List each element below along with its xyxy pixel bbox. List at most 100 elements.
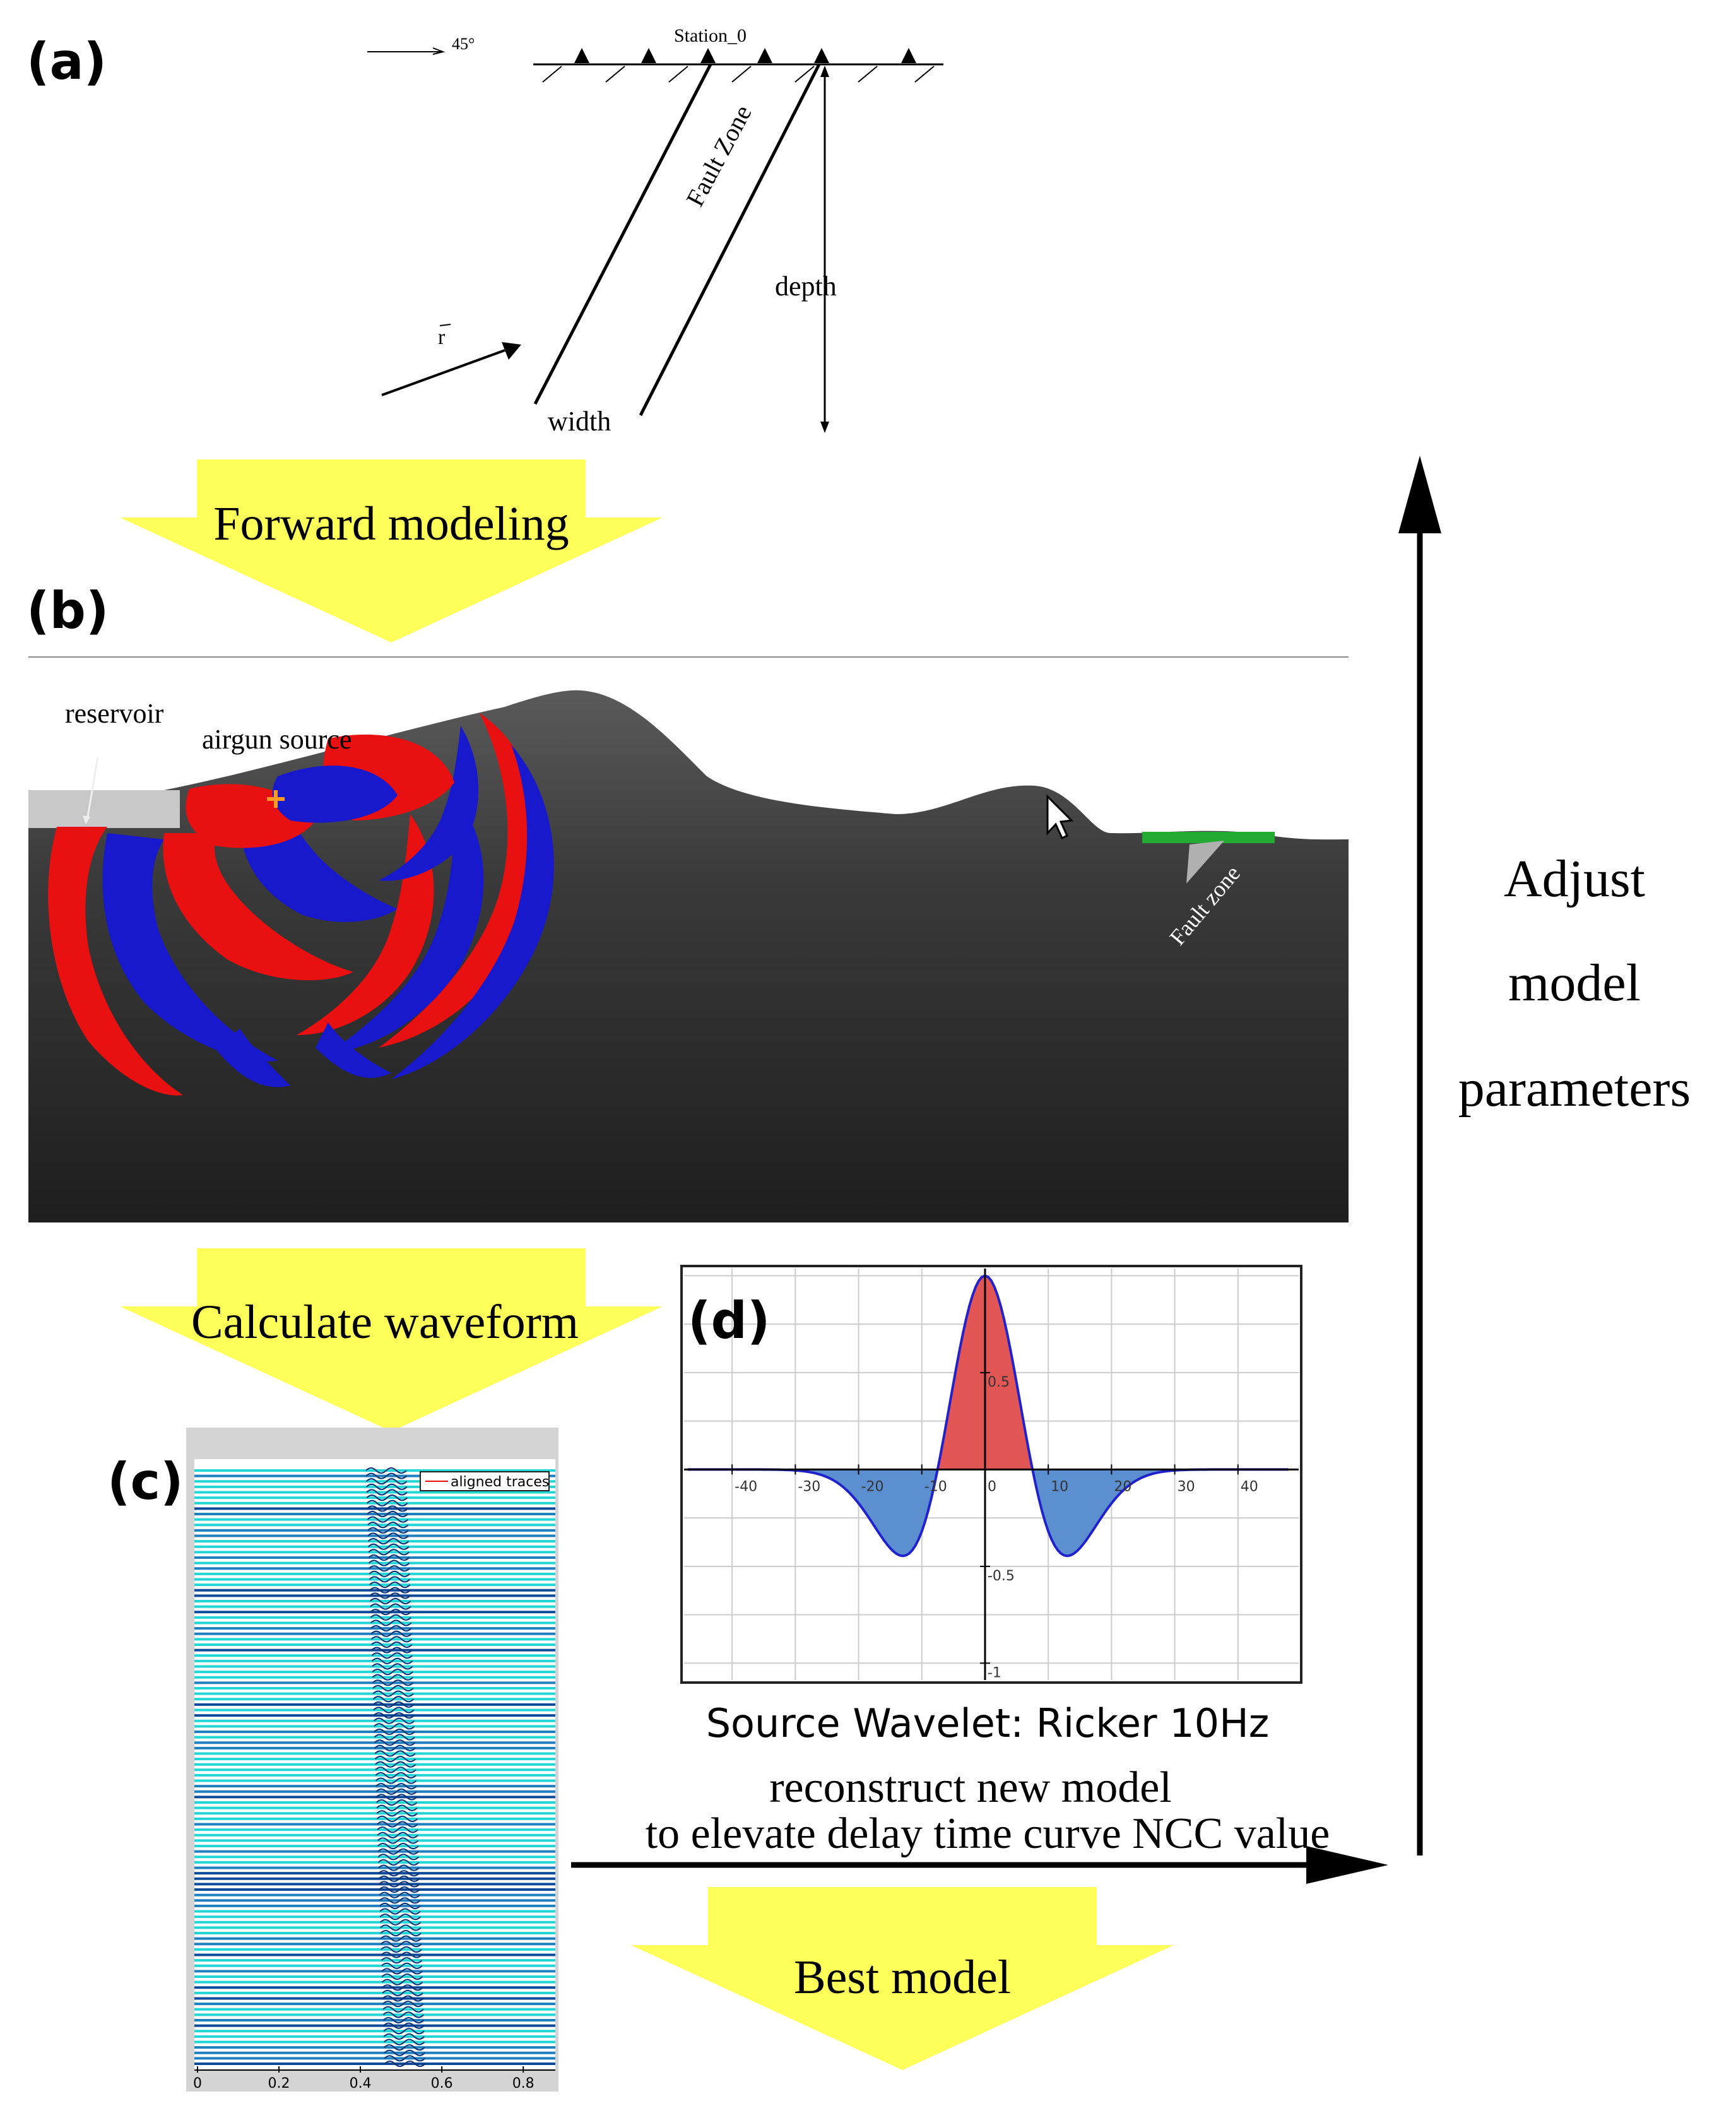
trace-x-tick-label: 0 xyxy=(193,2076,202,2092)
trace-wiggle xyxy=(377,1854,420,1861)
trace-wiggle xyxy=(366,1489,408,1496)
trace-wiggle xyxy=(375,1761,416,1768)
cursor-icon xyxy=(1046,794,1074,840)
trace-wiggle xyxy=(375,1783,417,1790)
trace-wiggle xyxy=(365,1478,408,1485)
trace-wiggle xyxy=(383,2033,425,2040)
trace-wiggle xyxy=(369,1582,411,1589)
trace-wiggle xyxy=(382,1995,424,2002)
trace-wiggle xyxy=(369,1587,411,1594)
ray-label: r xyxy=(438,326,446,349)
trace-wiggle xyxy=(384,2049,425,2056)
trace-wiggle xyxy=(373,1707,415,1713)
trace-wiggle xyxy=(375,1794,418,1801)
trace-wiggle xyxy=(376,1815,418,1822)
fault-boundary-right xyxy=(639,63,821,417)
trace-wiggle xyxy=(369,1576,411,1583)
fault-boundary-left xyxy=(533,63,712,405)
trace-wiggle xyxy=(382,1989,423,1996)
trace-wiggle xyxy=(381,1968,423,1975)
trace-wiggle xyxy=(372,1674,414,1681)
trace-wiggle xyxy=(366,1494,408,1501)
depth-label: depth xyxy=(775,271,837,302)
trace-wiggle xyxy=(365,1472,407,1479)
trace-wiggle xyxy=(384,2061,426,2067)
trace-wiggle xyxy=(377,1848,419,1855)
trace-wiggle xyxy=(370,1619,412,1626)
trace-wiggle xyxy=(369,1565,410,1572)
ricker-y-tick-label: -1 xyxy=(988,1665,1001,1681)
trace-wiggle xyxy=(375,1799,418,1806)
wavefront-lobes xyxy=(48,713,554,1096)
ricker-x-tick-label: -30 xyxy=(798,1479,820,1494)
trace-wiggle xyxy=(379,1914,422,1920)
trace-wiggle xyxy=(381,1974,423,1980)
forward-modeling-arrow xyxy=(120,459,663,642)
trace-wiggle xyxy=(383,2039,425,2045)
trace-x-tick-label: 0.2 xyxy=(268,2076,290,2092)
reconstruct-arrow-head xyxy=(1306,1846,1388,1884)
trace-wiggle xyxy=(371,1657,413,1664)
trace-wiggle xyxy=(367,1505,408,1512)
trace-wiggle xyxy=(381,1946,422,1953)
panel-b-wavefield: reservoir airgun source Fault zone xyxy=(28,656,1349,1222)
trace-wiggle xyxy=(370,1609,411,1616)
trace-wiggle xyxy=(381,1979,423,1986)
fault-zone-label: Fault Zone xyxy=(680,100,757,211)
ricker-caption: Source Wavelet: Ricker 10Hz xyxy=(706,1700,1270,1746)
trace-wiggle xyxy=(373,1717,415,1724)
trace-wiggle xyxy=(381,1962,423,1969)
ricker-x-tick-label: -10 xyxy=(924,1479,947,1494)
angle-label: 45° xyxy=(452,35,475,53)
trace-wiggle xyxy=(379,1886,420,1893)
trace-wiggle xyxy=(384,2055,426,2062)
trace-wiggle xyxy=(372,1679,414,1686)
trace-wiggle xyxy=(374,1756,416,1763)
panel-label-a: (a) xyxy=(27,32,107,91)
trace-wiggle xyxy=(382,2017,425,2024)
adjust-label-line2: model xyxy=(1508,954,1641,1012)
panel-a-schematic: Station_0 45° Fault Zone depth r width xyxy=(367,25,943,437)
trace-wiggle xyxy=(382,2001,424,2008)
trace-wiggle xyxy=(383,2028,425,2035)
trace-wiggle xyxy=(380,1924,422,1931)
trace-wiggle xyxy=(370,1614,412,1621)
trace-wiggle xyxy=(378,1870,420,1877)
trace-wiggle xyxy=(377,1826,418,1833)
fault-green-bar xyxy=(1142,832,1275,843)
ground-topography xyxy=(28,690,1349,1222)
trace-wiggle xyxy=(380,1935,422,1942)
trace-wiggle xyxy=(372,1669,413,1676)
station-label: Station_0 xyxy=(674,25,747,46)
trace-wiggle xyxy=(370,1630,412,1637)
trace-wiggle xyxy=(382,2011,424,2018)
station-triangles xyxy=(574,48,916,63)
trace-wiggle xyxy=(371,1647,413,1654)
adjust-arrow-head xyxy=(1398,456,1441,533)
trace-wiggle xyxy=(381,1941,422,1948)
trace-x-tick-label: 0.4 xyxy=(350,2076,372,2092)
trace-wiggle xyxy=(366,1500,408,1506)
width-label: width xyxy=(548,406,611,437)
trace-wiggle xyxy=(367,1527,409,1534)
trace-wiggle xyxy=(382,2006,424,2013)
ricker-y-tick-label: 0.5 xyxy=(988,1375,1010,1390)
trace-wiggle xyxy=(377,1837,419,1844)
trace-wiggle xyxy=(376,1810,418,1817)
trace-wiggle xyxy=(379,1902,421,1909)
best-model-label: Best model xyxy=(794,1951,1011,2004)
trace-wiggle xyxy=(379,1881,420,1888)
trace-wiggle xyxy=(382,1984,423,1991)
trace-wiggle xyxy=(374,1734,416,1741)
trace-wiggle xyxy=(368,1549,410,1556)
ricker-x-tick-label: 0 xyxy=(988,1479,996,1494)
trace-wiggle xyxy=(372,1690,414,1697)
trace-wiggle xyxy=(372,1663,413,1670)
trace-wiggle xyxy=(367,1532,409,1539)
surface-hatching xyxy=(542,66,935,83)
trace-wiggle xyxy=(369,1597,411,1604)
reconstruct-label-line2: to elevate delay time curve NCC value xyxy=(646,1809,1330,1858)
